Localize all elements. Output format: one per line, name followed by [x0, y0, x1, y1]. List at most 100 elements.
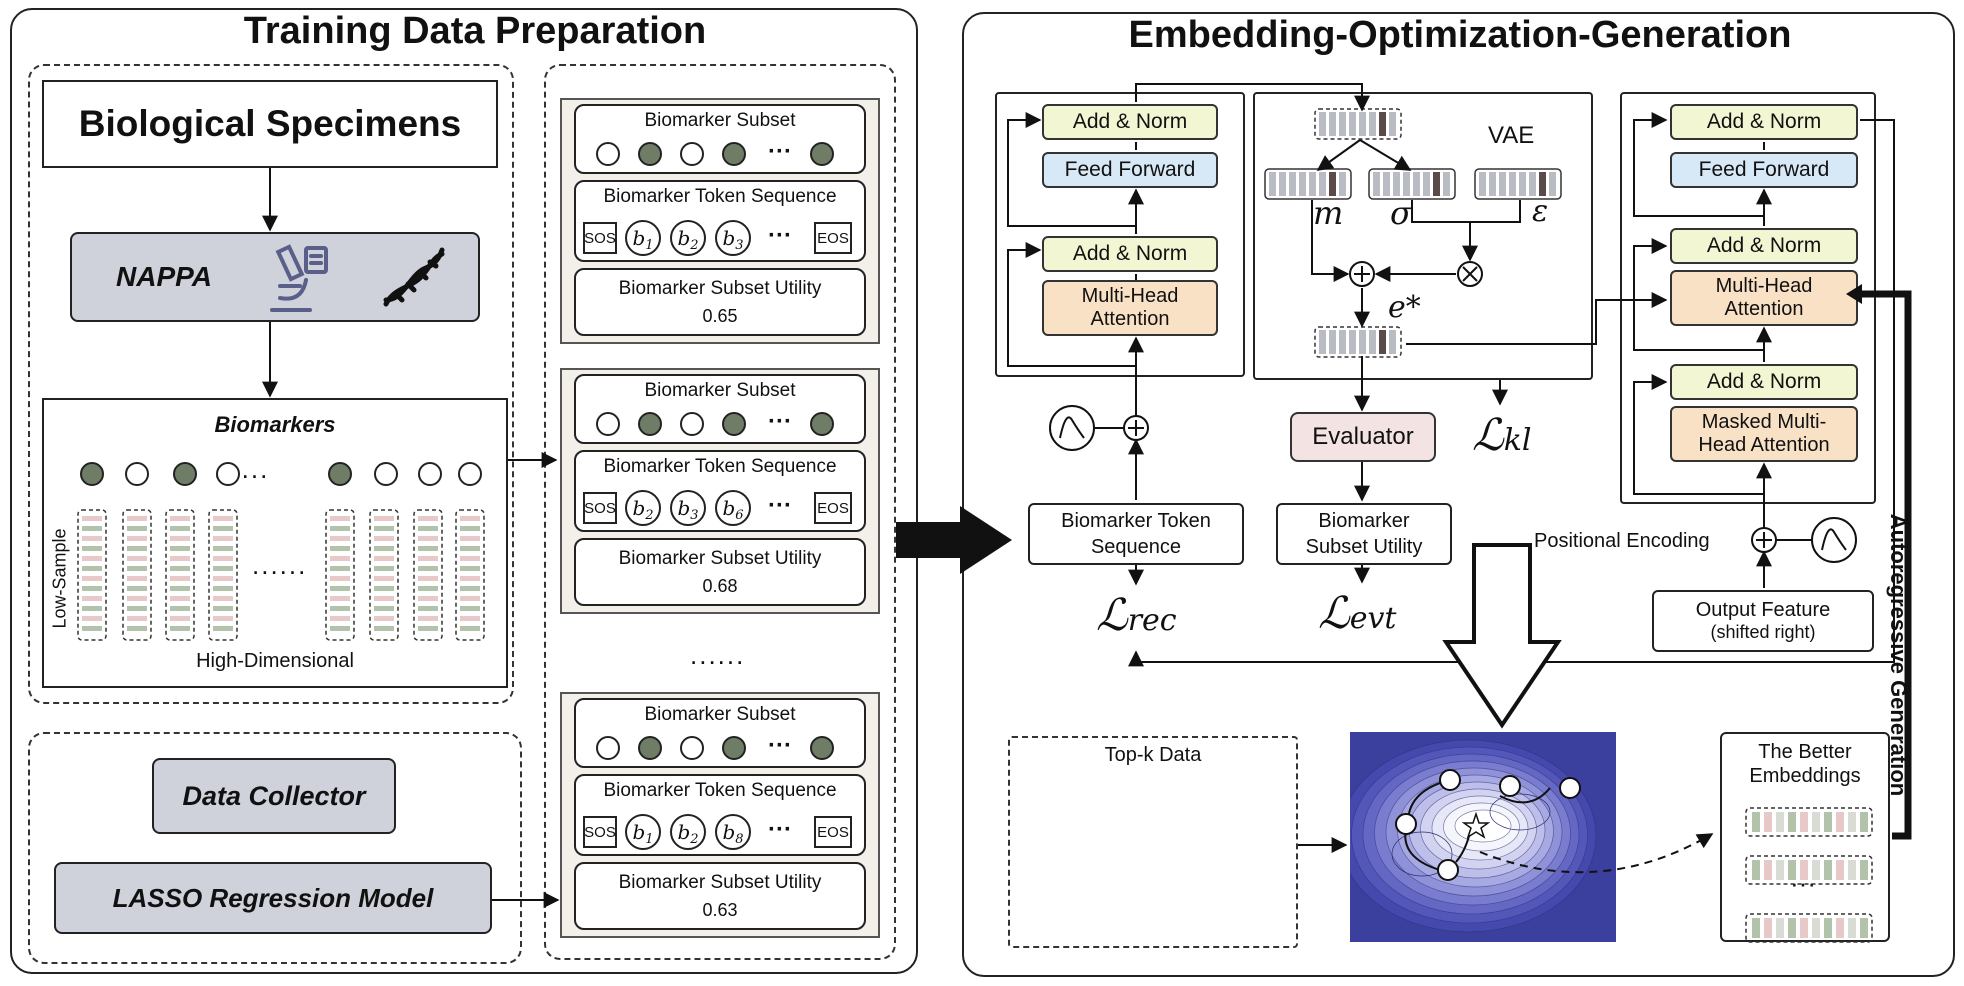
- subset-utility-label: Biomarker Subset Utility: [618, 277, 822, 299]
- l-evt-sub: evt: [1349, 601, 1397, 636]
- subset-ellipsis: ···: [768, 138, 792, 165]
- l-rec-sub: rec: [1127, 603, 1177, 638]
- biomarker-token: b1: [625, 220, 661, 256]
- decoder-masked-multi-head-attention: Masked Multi-Head Attention: [1670, 406, 1858, 462]
- biomarker-subset-utility-box: Biomarker Subset Utility: [1276, 503, 1452, 565]
- decoder-add-norm-bottom: Add & Norm: [1670, 364, 1858, 400]
- token-letter: b: [632, 820, 646, 844]
- topk-group: [1008, 736, 1298, 948]
- biomarker-token: b2: [625, 490, 661, 526]
- contour-level: [1391, 831, 1453, 877]
- token-subscript: 2: [690, 238, 699, 254]
- unselected-biomarker-dot: [680, 142, 704, 166]
- sigma-symbol: σ: [1390, 194, 1412, 232]
- embedding-panel-title: Embedding-Optimization-Generation: [1128, 14, 1792, 56]
- biomarker-token: b6: [715, 490, 751, 526]
- subset-ellipsis: ···: [768, 732, 792, 759]
- token-letter: b: [677, 820, 691, 844]
- optimization-point: [1437, 859, 1459, 881]
- m-symbol: m: [1313, 194, 1344, 232]
- cards-ellipsis: ......: [690, 640, 746, 670]
- subset-utility-row: Biomarker Subset Utility 0.65: [574, 268, 866, 336]
- selected-biomarker-dot: [722, 142, 746, 166]
- subset-utility-value: 0.65: [702, 305, 738, 326]
- vae-label: VAE: [1488, 122, 1535, 149]
- lasso-box: LASSO Regression Model: [54, 862, 492, 934]
- token-letter: b: [722, 496, 736, 520]
- optimum-star: [1461, 811, 1491, 839]
- unselected-biomarker-dot: [680, 736, 704, 760]
- encoder-add-norm-top: Add & Norm: [1042, 104, 1218, 140]
- biomarker-dots-ellipsis: ......: [214, 454, 270, 484]
- selected-biomarker-dot: [810, 142, 834, 166]
- biomarker-subset-row: [574, 698, 866, 768]
- subset-utility-row: Biomarker Subset Utility 0.68: [574, 538, 866, 606]
- trajectory: [1499, 787, 1551, 804]
- subset-utility-value: 0.68: [702, 575, 738, 596]
- l-rec-symbol: ℒ: [1096, 590, 1128, 641]
- converge-label: Converge: [1486, 549, 1519, 681]
- data-collector-box: Data Collector: [152, 758, 396, 834]
- subset-ellipsis: ···: [768, 408, 792, 435]
- l-kl-loss: ℒkl: [1472, 410, 1531, 461]
- data-collector-label: Data Collector: [182, 780, 366, 811]
- biomarker-token: b1: [625, 814, 661, 850]
- dna-icon: [380, 244, 448, 310]
- biomarker-subset-label: Biomarker Subset: [644, 704, 796, 725]
- lasso-label: LASSO Regression Model: [112, 882, 434, 913]
- encoder-multi-head-attention: Multi-Head Attention: [1042, 280, 1218, 336]
- decoder-multi-head-attention: Multi-Head Attention: [1670, 270, 1858, 326]
- subset-utility-label: Biomarker Subset Utility: [618, 871, 822, 893]
- selected-biomarker-dot: [722, 736, 746, 760]
- l-kl-symbol: ℒ: [1472, 410, 1504, 461]
- selected-biomarker-dot: [638, 412, 662, 436]
- high-dimensional-label: High-Dimensional: [196, 650, 354, 672]
- token-ellipsis: ···: [768, 816, 792, 843]
- biomarker-token-sequence-box: Biomarker Token Sequence: [1028, 503, 1244, 565]
- token-letter: b: [677, 496, 691, 520]
- biomarker-subset-label: Biomarker Subset: [644, 380, 796, 401]
- token-sequence-label: Biomarker Token Sequence: [603, 456, 837, 477]
- low-sample-label: Low-Sample: [49, 528, 70, 629]
- biomarker-token: b8: [715, 814, 751, 850]
- token-letter: b: [632, 226, 646, 250]
- topk-title: Top-k Data: [1104, 744, 1202, 766]
- token-sequence-label: Biomarker Token Sequence: [603, 186, 837, 207]
- optimization-landscape: [1350, 732, 1616, 942]
- sos-token: SOS: [583, 492, 617, 524]
- token-subscript: 1: [645, 238, 654, 254]
- optimization-point: [1499, 775, 1521, 797]
- eos-token: EOS: [814, 816, 852, 848]
- microscope-icon: [262, 240, 332, 316]
- token-letter: b: [677, 226, 691, 250]
- selected-biomarker-dot: [810, 736, 834, 760]
- token-letter: b: [722, 226, 736, 250]
- shifted-right-label: (shifted right): [1710, 622, 1816, 642]
- token-subscript: 3: [690, 508, 699, 524]
- sos-token: SOS: [583, 222, 617, 254]
- unselected-biomarker-dot: [596, 412, 620, 436]
- l-evt-loss: ℒevt: [1318, 588, 1396, 639]
- token-letter: b: [632, 496, 646, 520]
- biomarker-token: b3: [670, 490, 706, 526]
- selected-biomarker-dot: [810, 412, 834, 436]
- l-rec-loss: ℒrec: [1096, 590, 1177, 641]
- biomarker-subset-row: [574, 104, 866, 174]
- biomarker-subset-label: Biomarker Subset: [644, 110, 796, 131]
- collector-group: [28, 732, 522, 964]
- token-ellipsis: ···: [768, 492, 792, 519]
- encoder-feed-forward: Feed Forward: [1042, 152, 1218, 188]
- biomarker-token: b2: [670, 814, 706, 850]
- optimization-point: [1395, 813, 1417, 835]
- token-subscript: 2: [645, 508, 654, 524]
- biomarker-token: b2: [670, 220, 706, 256]
- subset-cards-group: [544, 64, 896, 960]
- selected-biomarker-dot: [722, 412, 746, 436]
- eos-token: EOS: [814, 492, 852, 524]
- sos-token: SOS: [583, 816, 617, 848]
- decoder-add-norm-top: Add & Norm: [1670, 104, 1858, 140]
- l-kl-sub: kl: [1503, 423, 1532, 458]
- unselected-biomarker-dot: [596, 142, 620, 166]
- decoder-feed-forward: Feed Forward: [1670, 152, 1858, 188]
- subset-utility-row: Biomarker Subset Utility 0.63: [574, 862, 866, 930]
